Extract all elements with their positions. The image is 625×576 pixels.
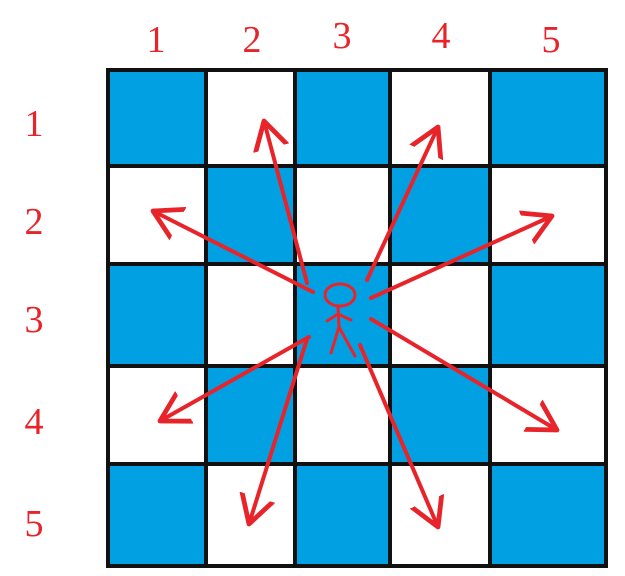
row-label-1: 1: [25, 103, 44, 145]
column-labels: 1 2 3 4 5: [147, 15, 561, 61]
column-label-2: 2: [243, 19, 262, 61]
board-cell-r5-c3: [293, 462, 392, 568]
column-label-1: 1: [147, 19, 166, 61]
board-cell-r4-c1: [106, 364, 208, 466]
board-cells: [106, 68, 608, 568]
board-cell-r1-c4: [388, 68, 492, 168]
arrow-left-down-shallow: [160, 335, 311, 421]
arrow-down-left-steep: [249, 337, 309, 524]
board-cell-r2-c3: [293, 164, 392, 266]
column-label-3: 3: [333, 15, 352, 57]
board-cell-r3-c5: [488, 262, 608, 368]
arrow-left-up-shallow: [153, 211, 315, 294]
stick-figure-legs: [329, 325, 357, 358]
board-cell-r2-c5: [488, 164, 608, 266]
stick-figure-body: [336, 305, 341, 329]
board-cell-r4-c5: [488, 364, 608, 466]
arrow-down-right-steep: [358, 343, 438, 527]
row-label-3: 3: [25, 299, 44, 341]
board-cell-r4-c2: [204, 364, 297, 466]
board-border: [106, 68, 608, 568]
board-cell-r5-c5: [488, 462, 608, 568]
column-label-5: 5: [542, 19, 561, 61]
column-label-4: 4: [432, 15, 451, 57]
board-cell-r1-c2: [204, 68, 297, 168]
board-cell-r1-c1: [106, 68, 208, 168]
board-cell-r1-c3: [293, 68, 392, 168]
stick-figure-head: [323, 282, 357, 308]
arrow-right-up-shallow: [369, 216, 552, 300]
board-cell-r3-c1: [106, 262, 208, 368]
board-cell-r1-c5: [488, 68, 608, 168]
board-cell-r5-c4: [388, 462, 492, 568]
row-label-2: 2: [25, 201, 44, 243]
stick-figure: [323, 282, 357, 358]
arrow-up-left-steep: [264, 121, 309, 285]
row-label-5: 5: [25, 503, 44, 545]
move-arrows: [153, 121, 557, 527]
stick-figure-arms: [325, 312, 353, 323]
row-label-4: 4: [25, 401, 44, 443]
arrow-up-right-steep: [365, 127, 438, 282]
board-cell-r3-c4: [388, 262, 492, 368]
arrow-right-down-shallow: [369, 317, 557, 430]
board-cell-r5-c1: [106, 462, 208, 568]
row-labels: 1 2 3 4 5: [25, 103, 44, 545]
